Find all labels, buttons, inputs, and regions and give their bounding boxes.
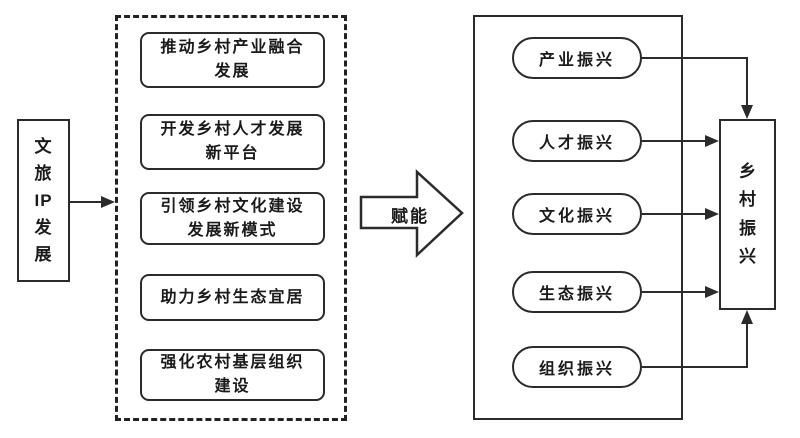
pill-ecology-revitalization: 生态振兴 — [512, 271, 642, 313]
rural-revitalization-box: 乡 村 振 兴 — [719, 119, 776, 310]
function-box-culture-model: 引领乡村文化建设 发展新模式 — [140, 192, 325, 245]
empower-arrow-label: 赋能 — [391, 207, 429, 226]
revitalization-panel — [473, 15, 683, 420]
ip-functions-panel — [115, 15, 347, 421]
function-box-industry-integration: 推动乡村产业融合 发展 — [140, 32, 325, 88]
function-box-grassroots-organization: 强化农村基层组织 建设 — [140, 349, 325, 401]
pill-talent-revitalization: 人才振兴 — [512, 120, 642, 162]
pill-industry-revitalization: 产业振兴 — [512, 37, 642, 79]
function-box-ecology-livable: 助力乡村生态宜居 — [140, 274, 325, 321]
arrow-source-to-functions — [70, 196, 115, 208]
pill-organization-revitalization: 组织振兴 — [512, 346, 642, 388]
pill-culture-revitalization: 文化振兴 — [512, 193, 642, 235]
culture-tourism-ip-box: 文 旅 IP 发 展 — [17, 119, 70, 282]
function-box-talent-platform: 开发乡村人才发展 新平台 — [140, 114, 325, 170]
